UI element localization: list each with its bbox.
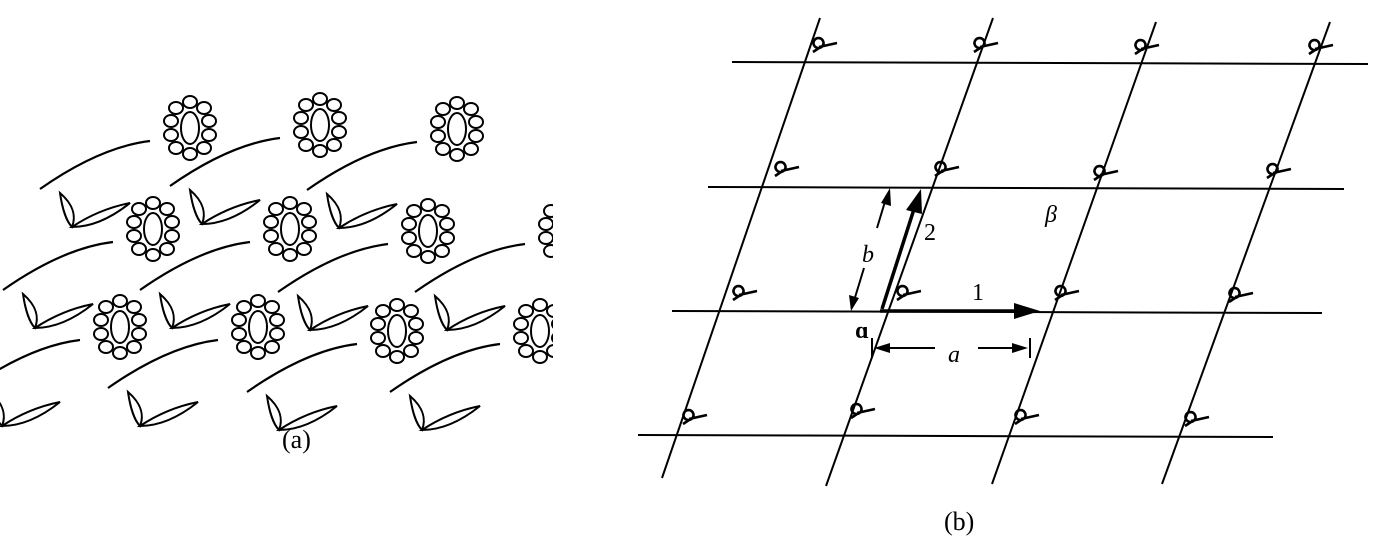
motif-icon [850,402,876,420]
motif-icon [1014,408,1040,426]
motif-icon [732,284,758,302]
caption-a: (a) [282,425,311,454]
dimension-a-label: a [948,342,960,368]
flower-pattern [0,91,593,432]
lattice-column [825,17,994,487]
caption-b: (b) [944,507,974,536]
motif-icon [682,408,708,426]
origin-glyph: ɑ [855,318,869,344]
motif-icon [1184,410,1210,428]
motif-icon [774,160,800,178]
dimension-b [849,188,891,311]
lattice-row [707,186,1345,190]
basis-vector-2 [880,189,922,310]
motif-icon [973,36,999,54]
lattice-column [661,17,821,479]
dimension-a [871,338,1031,358]
motif-icon [896,284,922,302]
lattice-row [731,61,1369,65]
motif-icon [1308,38,1334,56]
basis-vector-1 [880,303,1040,319]
vector-1-label: 1 [972,280,984,306]
dimension-b-label: b [862,242,874,268]
flower-motif [168,91,348,226]
vector-2-label: 2 [924,220,936,246]
lattice-column [991,21,1157,485]
motif-icon [1266,162,1292,180]
motif-icon [934,160,960,178]
lattice-column [1161,21,1331,485]
lattice-row [637,434,1274,438]
motif-icon [1228,286,1254,304]
lattice [637,17,1369,487]
flower-motif [38,94,218,229]
motif-icon [812,36,838,54]
motif-icon [1134,38,1160,56]
lattice-motifs [682,36,1334,428]
motif-icon [1054,284,1080,302]
point-beta-label: β [1044,202,1057,228]
motif-icon [1093,164,1119,182]
